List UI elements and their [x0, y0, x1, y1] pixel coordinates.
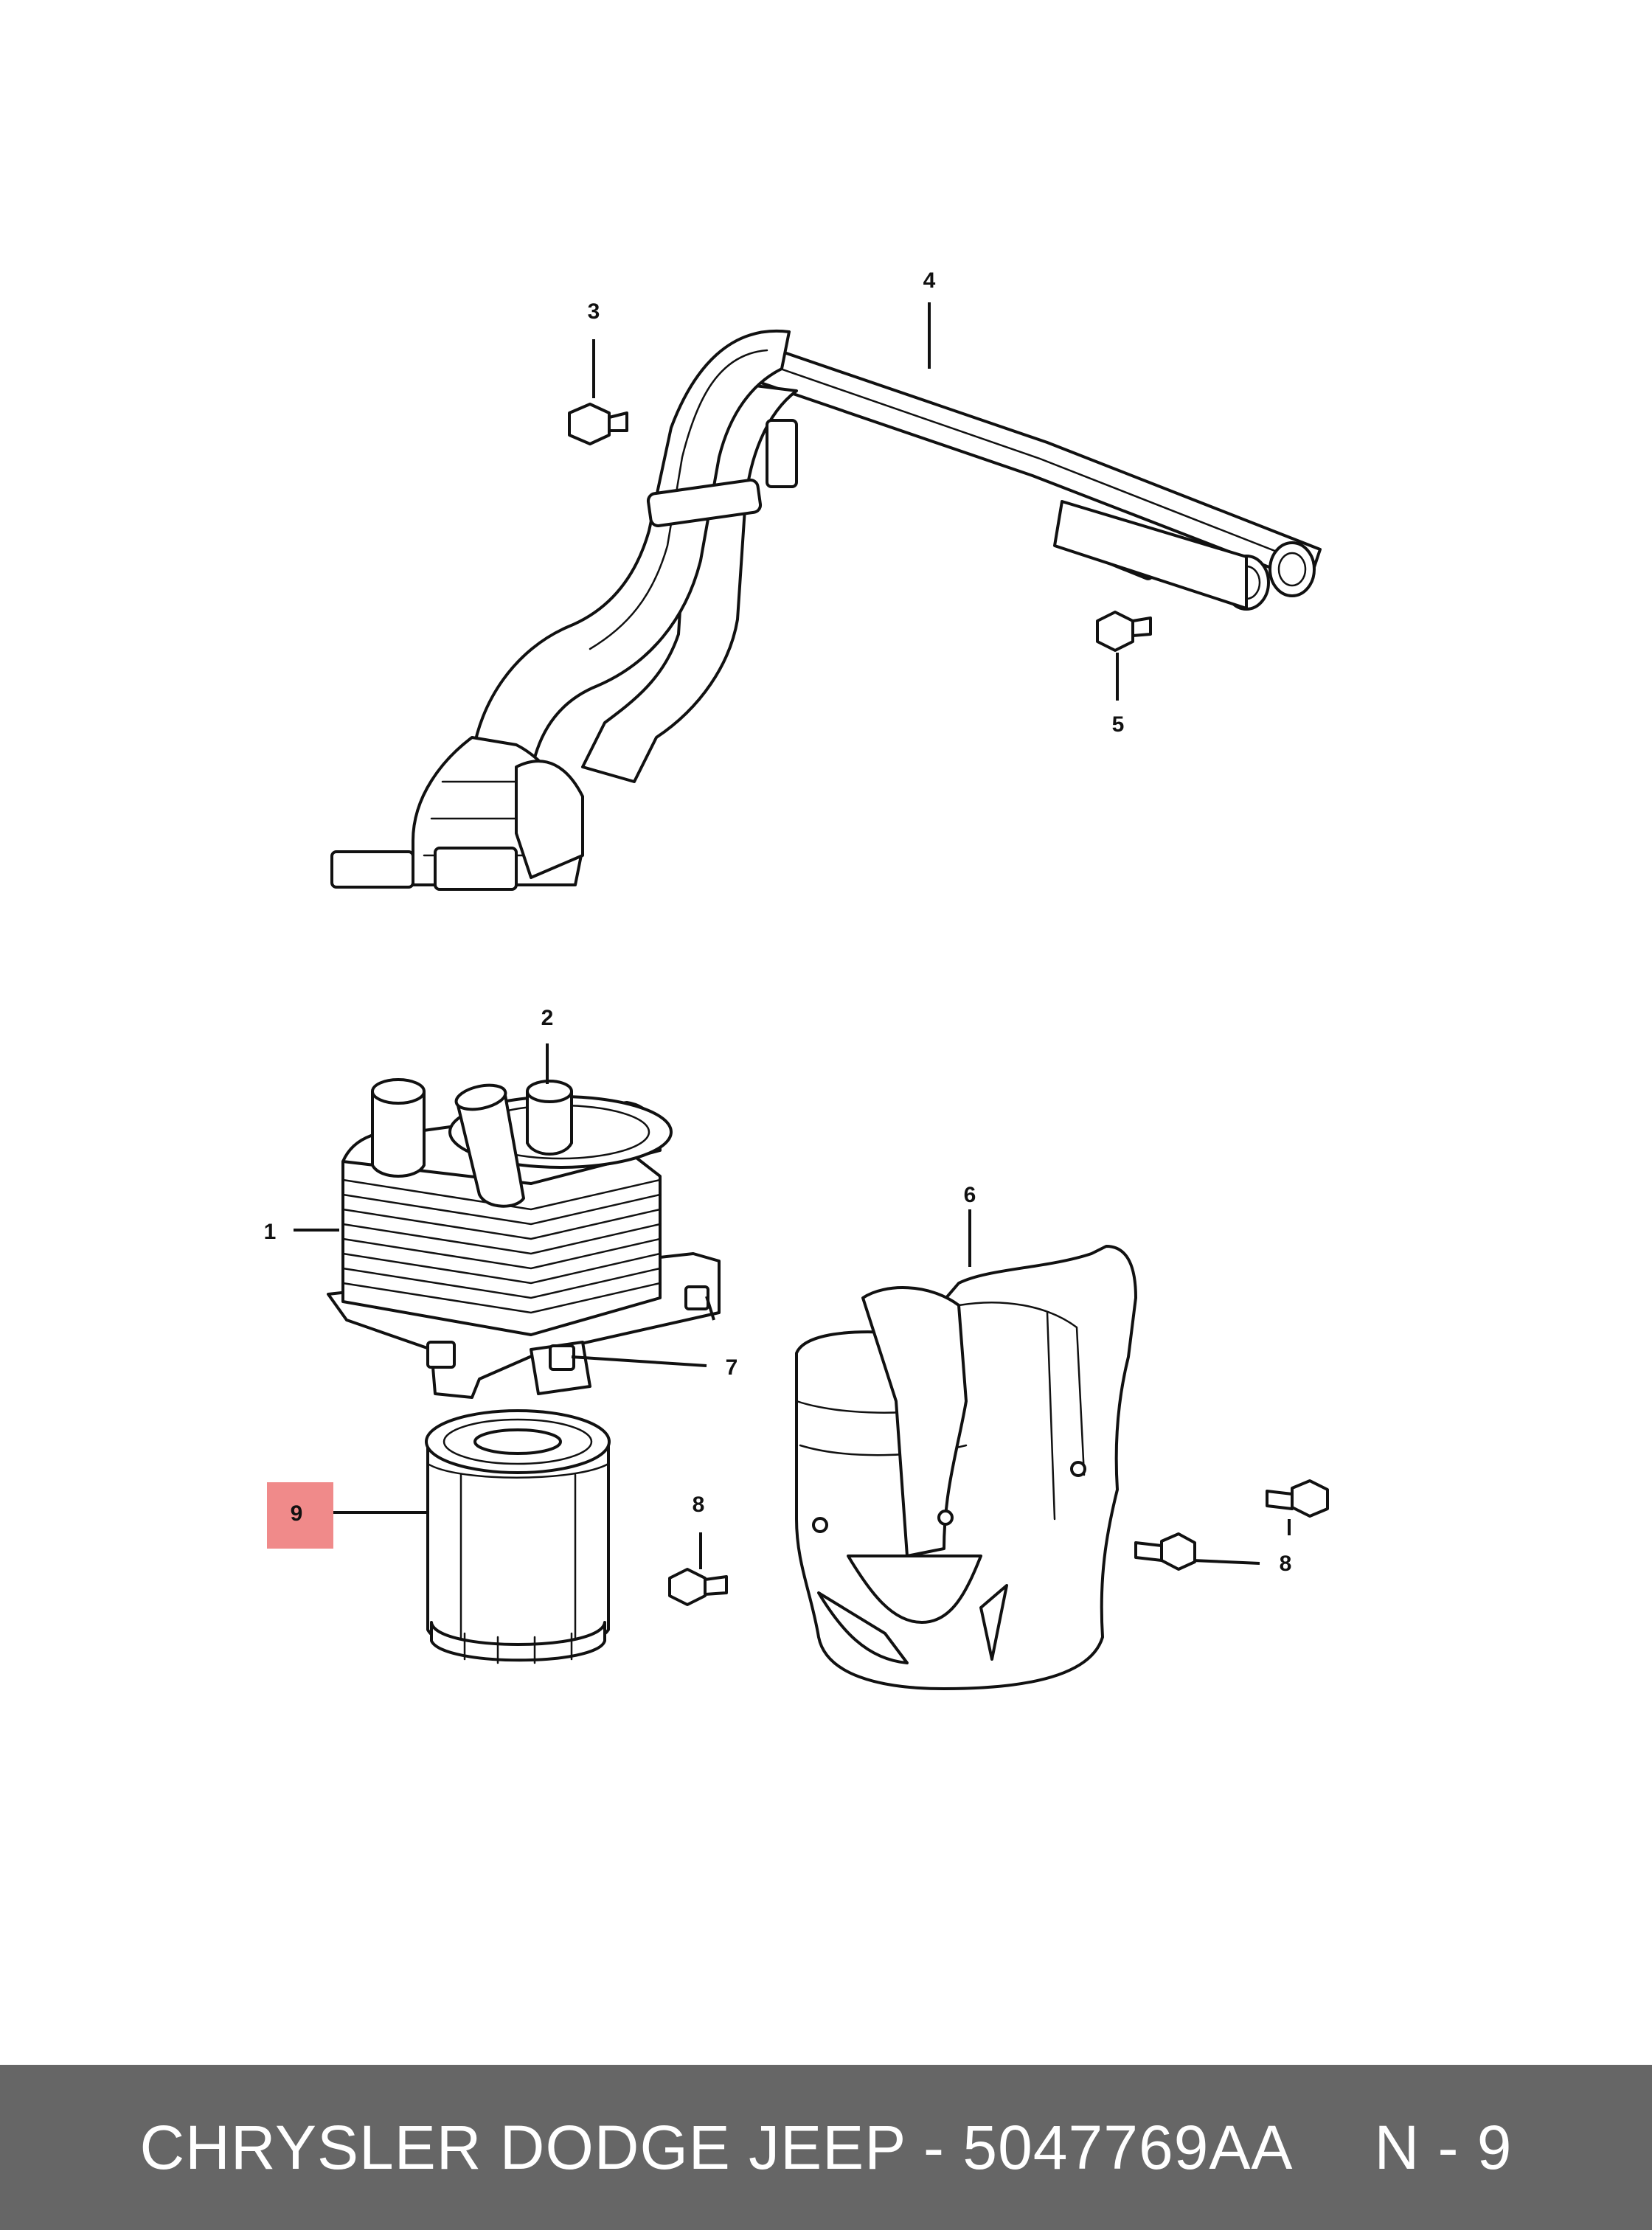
callout-8-center: 8 [693, 1493, 705, 1517]
leader-lines [294, 302, 1291, 1569]
callout-1: 1 [264, 1220, 277, 1244]
footer-bar: CHRYSLER DODGE JEEP - 5047769AA N - 9 [0, 2065, 1652, 2230]
callout-3: 3 [588, 299, 600, 324]
bolt-8-center[interactable] [668, 1568, 728, 1606]
heat-shield[interactable] [795, 1245, 1137, 1690]
footer-part-info: CHRYSLER DODGE JEEP - 5047769AA [139, 2112, 1294, 2182]
callout-9: 9 [291, 1501, 303, 1526]
callout-7: 7 [726, 1355, 738, 1380]
callout-2: 2 [541, 1006, 554, 1030]
bolt-8-right-upper[interactable] [1266, 1479, 1329, 1518]
footer-reference: N - 9 [1374, 2112, 1513, 2182]
bolt-5[interactable] [1096, 611, 1152, 652]
bolt-8-right-lower[interactable] [1134, 1532, 1196, 1571]
bolt-3[interactable] [568, 403, 628, 445]
parts-diagram: 3 4 5 2 1 6 7 8 8 9 [264, 268, 1329, 1690]
callout-4: 4 [923, 268, 936, 293]
oil-cooler[interactable] [327, 1078, 721, 1399]
callout-6: 6 [964, 1183, 976, 1207]
highlight-box [267, 1482, 333, 1549]
coolant-tube-assembly[interactable] [330, 329, 1322, 891]
callout-5: 5 [1112, 712, 1125, 737]
callout-8-right: 8 [1280, 1552, 1292, 1576]
oil-filter[interactable] [425, 1409, 611, 1664]
